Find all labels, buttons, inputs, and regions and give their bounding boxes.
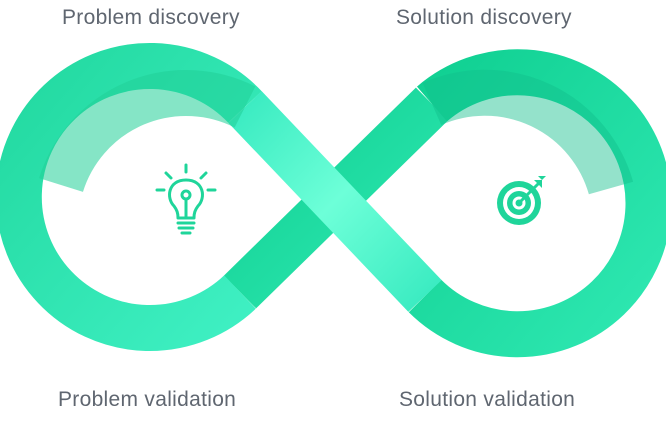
loop-left (0, 43, 262, 351)
loop-strand-falling (228, 91, 442, 312)
label-problem-discovery: Problem discovery (62, 6, 240, 29)
loop-right (408, 49, 666, 358)
lightbulb-icon (155, 163, 217, 235)
label-problem-validation: Problem validation (58, 388, 237, 411)
loop-right-top-shade (422, 69, 634, 195)
target-icon (497, 176, 546, 225)
label-solution-discovery: Solution discovery (396, 6, 572, 29)
loop-left-top-shade (39, 70, 256, 193)
label-solution-validation: Solution validation (399, 388, 576, 411)
